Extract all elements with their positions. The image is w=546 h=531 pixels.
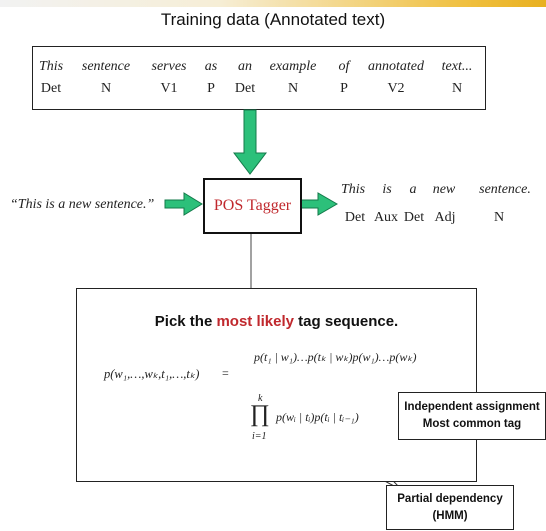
training-tag: N (451, 81, 463, 96)
training-tag: Det (234, 81, 256, 96)
training-tag: P (207, 81, 215, 96)
training-data-box: This sentence serves as an example of an… (32, 46, 486, 110)
pos-tagger-label: POS Tagger (213, 197, 292, 214)
training-word: annotated (368, 59, 424, 74)
top-accent-bar (0, 0, 546, 7)
training-tag: Det (40, 81, 62, 96)
output-word: is (382, 182, 392, 197)
formula-case-independent: p(t₁ | w₁)…p(tₖ | wₖ)p(w₁)…p(wₖ) (254, 350, 417, 364)
output-tag: Adj (434, 210, 456, 225)
input-sentence: “This is a new sentence.” (10, 197, 155, 212)
formula-product-lower: i=1 (252, 431, 267, 442)
training-word: as (204, 59, 218, 74)
output-tag: Aux (373, 210, 399, 225)
training-tag: V2 (387, 81, 405, 96)
training-tag: N (100, 81, 112, 96)
output-tag: N (493, 210, 505, 225)
most-likely-highlight: most likely (216, 313, 295, 330)
output-sentence: This is a new sentence. Det Aux Det Adj … (0, 0, 546, 260)
training-tag: V1 (160, 81, 178, 96)
output-word: a (409, 182, 417, 197)
output-word: new (432, 182, 456, 197)
tag-sequence-title: Pick the most likely tag sequence. (154, 313, 399, 330)
formula-case-hmm: p(wᵢ | tᵢ)p(tᵢ | tᵢ₋₁) (276, 410, 359, 424)
training-word: This (38, 59, 64, 74)
output-tag: Det (344, 210, 366, 225)
training-tag: N (287, 81, 299, 96)
partial-dependency-callout: Partial dependency (HMM) (386, 485, 514, 530)
pos-tagger-box: POS Tagger (203, 178, 302, 234)
formula-lhs: p(w₁,…,wₖ,t₁,…,tₖ) (104, 367, 200, 381)
input-arrow (164, 192, 203, 216)
training-word: example (269, 59, 317, 74)
training-word: of (338, 59, 350, 74)
training-data-title: Training data (Annotated text) (160, 10, 386, 29)
training-tag: P (340, 81, 348, 96)
training-word: sentence (81, 59, 131, 74)
formula-equals: = (222, 366, 229, 380)
independent-assignment-callout: Independent assignment Most common tag (398, 392, 546, 440)
training-word: an (238, 59, 252, 74)
output-arrow (300, 192, 338, 216)
tag-sequence-box: Pick the most likely tag sequence. (76, 288, 477, 482)
output-word: sentence. (479, 182, 531, 197)
output-tag: Det (403, 210, 425, 225)
training-word: serves (151, 59, 187, 74)
down-arrow (232, 109, 268, 175)
formula-product-upper: k (258, 393, 263, 404)
output-word: This (340, 182, 366, 197)
formula-product-symbol: ∏ (250, 401, 270, 427)
training-word: text... (441, 59, 473, 74)
